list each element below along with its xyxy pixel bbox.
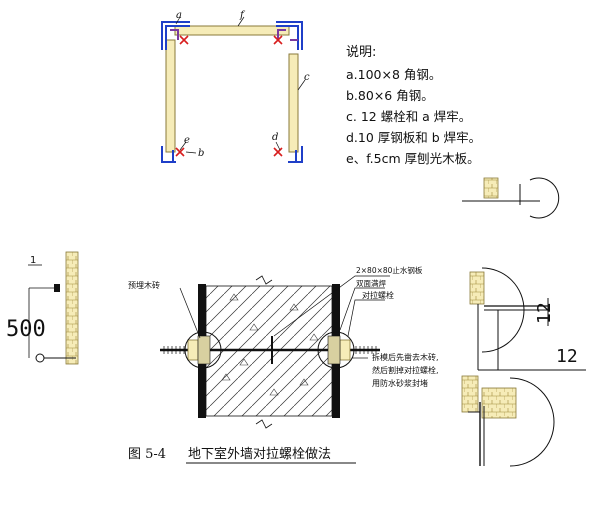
label-a: a: [176, 10, 182, 21]
right-dim-horizontal: 12: [556, 346, 578, 367]
notes-block: 说明: a.100×8 角钢。 b.80×6 角钢。 c. 12 螺栓和 a 焊…: [346, 45, 481, 166]
notes-title: 说明:: [346, 45, 376, 60]
note-line-d: d.10 厚钢板和 b 焊牢。: [346, 130, 481, 145]
label-e: e: [184, 135, 190, 146]
label-c: c: [304, 72, 310, 83]
left-elevation-detail: 1 500: [6, 251, 79, 365]
note-line-b: b.80×6 角钢。: [346, 88, 434, 103]
note-line-c: c. 12 螺栓和 a 焊牢。: [346, 109, 471, 124]
right-corner-details: 12 12: [461, 267, 586, 467]
anno-water-stop-plate: 2×80×80止水钢板: [356, 265, 423, 275]
caption-figure-number: 图 5-4: [128, 447, 166, 462]
bolt-marks: [175, 35, 283, 157]
anno-note-line-1: 拆模后先凿去木砖,: [372, 352, 439, 362]
wall-bolt-section: 预埋木砖 2×80×80止水钢板 双面满焊 对拉螺栓 拆模后先凿去木砖, 然后割…: [128, 265, 439, 429]
embedded-wood-block-right: [339, 339, 351, 361]
note-line-e: e、f.5cm 厚刨光木板。: [346, 151, 480, 166]
joint-detail-small: [462, 177, 560, 219]
embedded-wood-block-left: [187, 339, 199, 361]
right-dim-vertical: 12: [534, 302, 555, 324]
anno-note-line-3: 用防水砂浆封堵: [372, 378, 428, 388]
right-wood-board-c: [288, 53, 299, 153]
top-wood-board-f: [174, 25, 290, 36]
anno-double-weld: 双面满焊: [356, 278, 386, 288]
note-line-a: a.100×8 角钢。: [346, 67, 441, 82]
left-wood-board-e: [165, 39, 176, 153]
anno-note-line-2: 然后割掉对拉螺栓,: [372, 365, 439, 375]
formwork-plan-diagram: a f c e b d: [161, 10, 310, 163]
label-f: f: [239, 10, 246, 21]
left-mark: 1: [30, 255, 36, 266]
caption-title: 地下室外墙对拉螺栓做法: [188, 446, 331, 462]
corner-angle-steel: [161, 21, 303, 163]
figure-caption: 图 5-4 地下室外墙对拉螺栓做法: [128, 446, 356, 464]
label-b: b: [198, 148, 204, 159]
left-dimension-500: 500: [6, 317, 46, 342]
label-d: d: [272, 132, 278, 143]
anno-wood-block: 预埋木砖: [128, 280, 160, 290]
left-wall-strip: [65, 251, 79, 365]
anno-tie-bolt: 对拉螺栓: [362, 290, 394, 300]
